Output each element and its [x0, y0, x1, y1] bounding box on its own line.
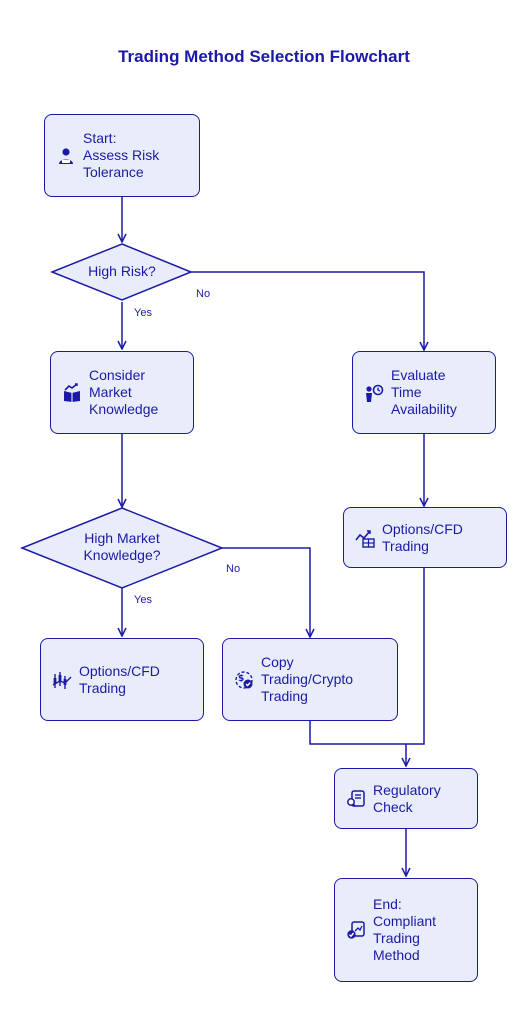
end-node: End: Compliant Trading Method: [334, 878, 478, 982]
edge-label-high-risk-no: No: [196, 288, 211, 300]
person-clock-icon: [363, 382, 385, 404]
options-cfd-left-node: Options/CFD Trading: [40, 638, 204, 721]
decision-high-risk: High Risk?: [88, 263, 156, 279]
edge-label-high-market-no: No: [226, 563, 241, 575]
edge-copy-to-regulatory: [309, 721, 406, 745]
edge-label-high-market-yes: Yes: [134, 594, 152, 606]
start-node: Start: Assess Risk Tolerance: [44, 114, 200, 197]
dollar-cycle-icon: $: [233, 669, 255, 691]
edge-options-to-regulatory: [406, 568, 425, 766]
regulatory-node: Regulatory Check: [334, 768, 478, 829]
decision-high-market-shape: [19, 507, 225, 589]
person-icon: [55, 145, 77, 167]
edge-high-risk-no: [191, 271, 424, 350]
edge-high-market-no: [222, 547, 310, 637]
copy-trading-node: $ Copy Trading/Crypto Trading: [222, 638, 398, 721]
consider-market-node: Consider Market Knowledge: [50, 351, 194, 434]
candlestick-icon: [51, 669, 73, 691]
page-title: Trading Method Selection Flowchart: [118, 47, 410, 66]
evaluate-time-node: Evaluate Time Availability: [352, 351, 496, 434]
check-document-icon: [345, 919, 367, 941]
edge-label-high-risk-yes: Yes: [134, 307, 152, 319]
decision-high-market: High Market Knowledge?: [83, 530, 161, 563]
decision-high-risk-shape: [49, 243, 193, 301]
document-search-icon: [345, 788, 367, 810]
chart-table-icon: [354, 527, 376, 549]
book-chart-icon: [61, 382, 83, 404]
options-cfd-right-node: Options/CFD Trading: [343, 507, 507, 568]
svg-text:$: $: [238, 674, 244, 684]
